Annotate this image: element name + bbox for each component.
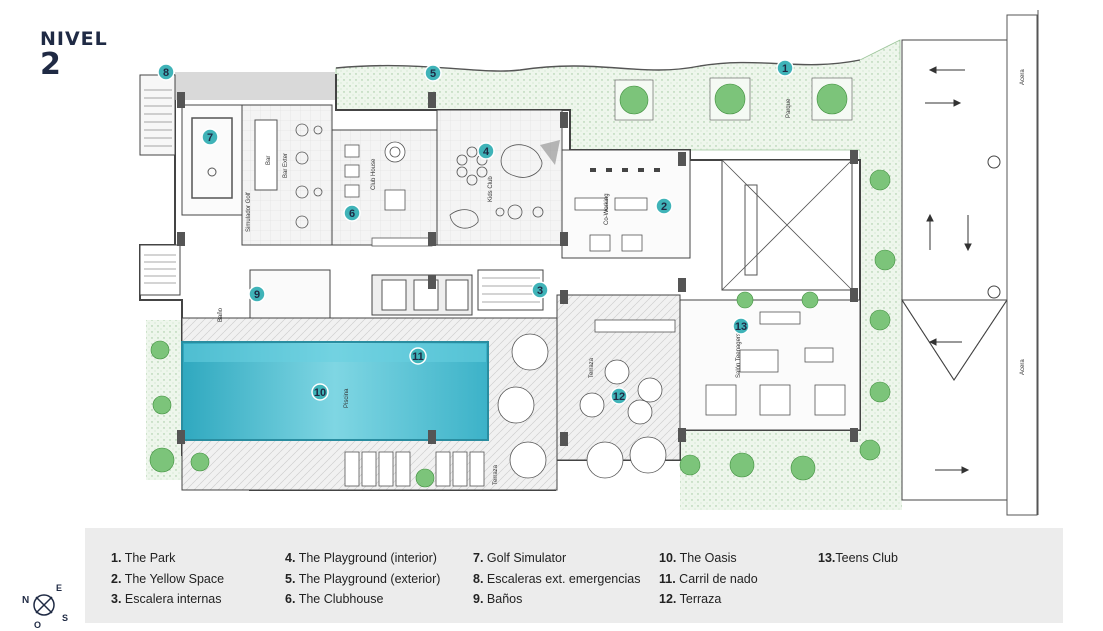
legend-item: 1. The Park [111,551,176,565]
level-number: 2 [40,47,61,82]
legend-item: 10. The Oasis [659,551,737,565]
marker-11[interactable]: 11 [409,347,427,365]
legend-item: 12. Terraza [659,592,722,606]
marker-4[interactable]: 4 [477,142,495,160]
label-co-working: Co-Working [604,193,610,225]
label-bano: Baño [218,307,224,322]
marker-3[interactable]: 3 [531,281,549,299]
label-terraza-2: Terraza [493,464,499,485]
legend-item: 2. The Yellow Space [111,572,225,586]
marker-13[interactable]: 13 [732,317,750,335]
label-club-house: Club House [371,158,377,190]
svg-text:2: 2 [661,201,667,213]
svg-text:4: 4 [483,146,490,158]
marker-8[interactable]: 8 [157,63,175,81]
legend-item: 6. The Clubhouse [285,592,384,606]
label-bar: Bar [266,156,272,165]
label-acera-1: Acera [1020,69,1026,85]
svg-text:6: 6 [349,208,355,220]
emergency-stairs [139,74,176,156]
svg-text:7: 7 [207,132,213,144]
top-terrace [175,72,335,100]
label-acera-2: Acera [1020,359,1026,375]
label-bar-exter: Bar Exter [283,153,289,178]
level-title: NIVEL 2 [40,28,108,80]
label-kids-club: Kids Club [488,176,494,202]
svg-text:9: 9 [254,289,260,301]
svg-text:11: 11 [412,351,424,363]
legend-item: 8. Escaleras ext. emergencias [473,572,641,586]
central-stair-core [139,244,181,296]
level-label: NIVEL [40,28,108,50]
structural-columns [177,92,858,446]
marker-5[interactable]: 5 [424,64,442,82]
svg-text:5: 5 [430,68,436,80]
marker-12[interactable]: 12 [610,387,628,405]
marker-6[interactable]: 6 [343,204,361,222]
park-edge-line [335,59,861,72]
label-simulador-golf: Simulador Golf [246,192,252,232]
legend-item: 9. Baños [473,592,523,606]
compass-s-label: S [62,613,68,623]
label-terraza-1: Terraza [589,357,595,378]
compass-o-label: O [34,620,41,629]
marker-9[interactable]: 9 [248,285,266,303]
svg-text:12: 12 [613,391,625,403]
right-garden-strip [860,60,902,500]
legend-panel: 1. The Park 2. The Yellow Space 3. Escal… [85,528,1063,623]
marker-1[interactable]: 1 [776,59,794,77]
kids-club-room [436,109,563,246]
svg-text:1: 1 [782,63,788,75]
label-salon-teenagers: Salón Teenagers [736,333,742,378]
swim-lane [184,344,486,362]
svg-text:10: 10 [314,387,326,399]
legend-item: 5. The Playground (exterior) [285,572,441,586]
compass-icon: N E S O [22,583,68,629]
marker-2[interactable]: 2 [655,197,673,215]
sidewalk [1006,14,1038,516]
legend-item: 4. The Playground (interior) [285,551,437,565]
legend-item: 7. Golf Simulator [473,551,567,565]
label-piscina: Piscina [344,388,350,408]
legend-item: 3. Escalera internas [111,592,222,606]
legend-item: 11. Carril de nado [659,572,758,586]
marker-10[interactable]: 10 [311,383,329,401]
compass-n-label: N [22,595,29,606]
area-markers: 1 2 3 4 5 6 7 8 9 10 11 12 13 [157,59,794,405]
svg-text:13: 13 [735,321,747,333]
bar-counter [254,119,278,191]
compass-e-label: E [56,583,62,593]
floor-plan: Parque Bar Bar Exter Simulador Golf Club… [139,10,1039,516]
planters [149,77,896,488]
svg-text:8: 8 [163,67,169,79]
label-parque: Parque [786,98,792,118]
svg-text:3: 3 [537,285,543,297]
golf-screen [191,117,233,199]
driveway [901,39,1008,501]
legend-item: 13.Teens Club [818,551,898,565]
marker-7[interactable]: 7 [201,128,219,146]
